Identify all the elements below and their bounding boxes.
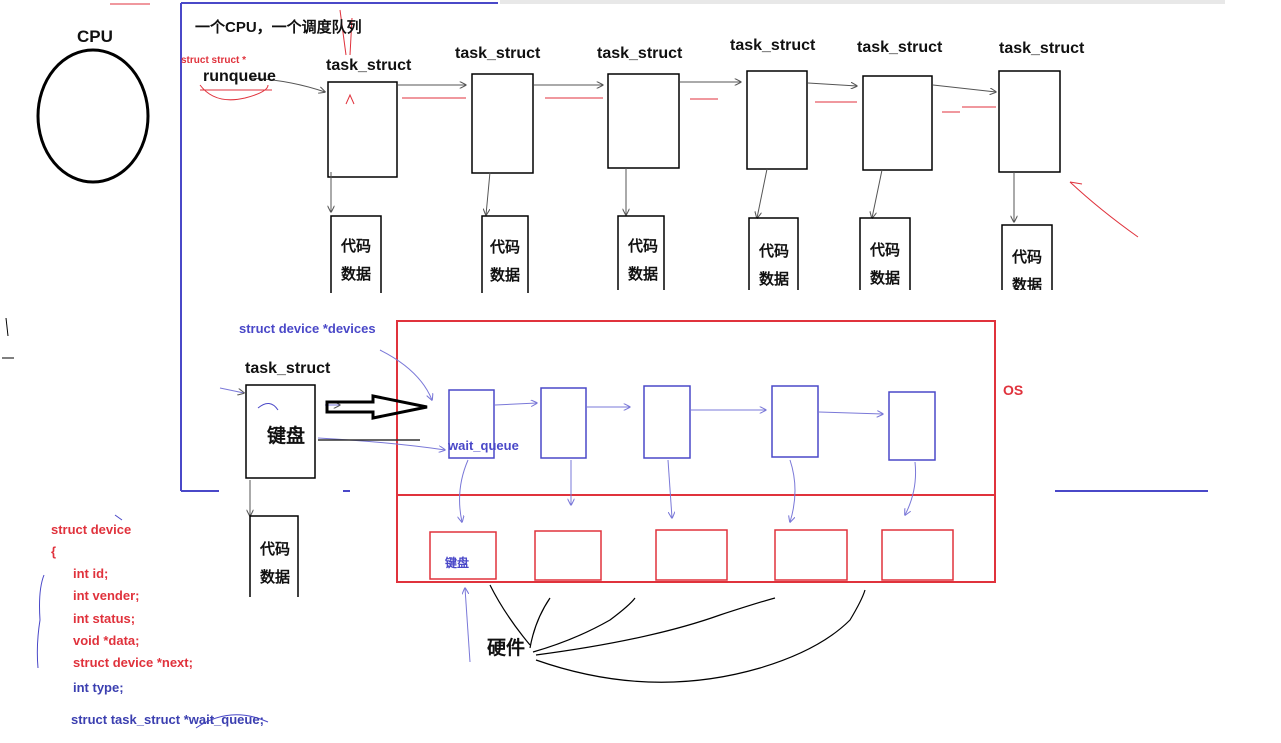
keyboard-label: 键盘: [267, 426, 306, 447]
run-queue-links: [249, 77, 996, 92]
task-label-2: task_struct: [455, 45, 541, 62]
code-links: [250, 168, 1014, 516]
scheduler-frame: [180, 2, 1208, 492]
code-line-5: void *data;: [73, 633, 140, 648]
code-bracket-marks: [36, 514, 269, 729]
small-marks: [2, 317, 14, 359]
code-line-8: struct task_struct *wait_queue;: [71, 712, 264, 727]
task-box-6: [998, 70, 1061, 173]
keyboard-task-box: [245, 384, 316, 479]
code-data-boxes: [249, 215, 1053, 597]
code-line-4: int status;: [73, 611, 136, 626]
task-box-4: [746, 70, 808, 170]
code-line-1: {: [51, 544, 57, 559]
hardware-lines: [489, 584, 866, 683]
task-box-3: [607, 73, 680, 169]
runqueue-label: runqueue: [203, 68, 276, 85]
hardware-label: 硬件: [487, 638, 526, 659]
code-label-1: 代码: [340, 238, 371, 255]
task-box-2: [471, 73, 534, 174]
big-arrow: [325, 394, 428, 420]
code-label-2: 代码: [489, 239, 520, 256]
task-box-5: [862, 75, 933, 171]
code-label-5: 代码: [869, 242, 900, 259]
data-label-1: 数据: [340, 266, 371, 283]
runqueue-type: struct struct *: [181, 55, 247, 66]
task-label-6: task_struct: [999, 40, 1085, 57]
top-toolbar-edge: [500, 0, 1225, 4]
device-code-label: 代码: [259, 541, 290, 558]
hardware-boxes: [429, 529, 954, 581]
task-label-4: task_struct: [730, 37, 816, 54]
run-queue-boxes: [327, 70, 1061, 178]
task-label-3: task_struct: [597, 45, 683, 62]
wait-queue-label: wait_queue: [448, 438, 519, 453]
prev-links: [110, 3, 1139, 238]
data-label-2: 数据: [489, 267, 520, 284]
devices-label: struct device *devices: [239, 321, 376, 336]
code-line-2: int id;: [73, 566, 109, 581]
code-label-4: 代码: [758, 243, 789, 260]
device-links: [219, 349, 916, 663]
code-label-6: 代码: [1011, 249, 1042, 266]
code-line-3: int vender;: [73, 588, 140, 603]
device-task-label: task_struct: [245, 360, 331, 377]
data-label-6: 数据: [1011, 277, 1042, 290]
os-label: OS: [1003, 382, 1024, 398]
annotations: [257, 403, 279, 411]
code-line-6: struct device *next;: [73, 655, 193, 670]
code-label-3: 代码: [627, 238, 658, 255]
hw-keyboard-label: 键盘: [445, 556, 470, 570]
data-label-5: 数据: [869, 270, 900, 287]
os-region: [396, 320, 996, 583]
task-label-1: task_struct: [326, 57, 412, 74]
data-label-3: 数据: [627, 266, 658, 283]
scheduler-title: 一个CPU，一个调度队列: [195, 19, 362, 36]
cpu-circle: [36, 48, 150, 184]
data-label-4: 数据: [758, 271, 789, 288]
device-boxes: [448, 385, 936, 461]
device-data-label: 数据: [259, 569, 290, 586]
code-line-0: struct device: [51, 522, 132, 537]
task-box-1: [327, 81, 398, 178]
code-line-7: int type;: [73, 680, 124, 695]
cpu-label: CPU: [77, 27, 113, 46]
task-label-5: task_struct: [857, 39, 943, 56]
